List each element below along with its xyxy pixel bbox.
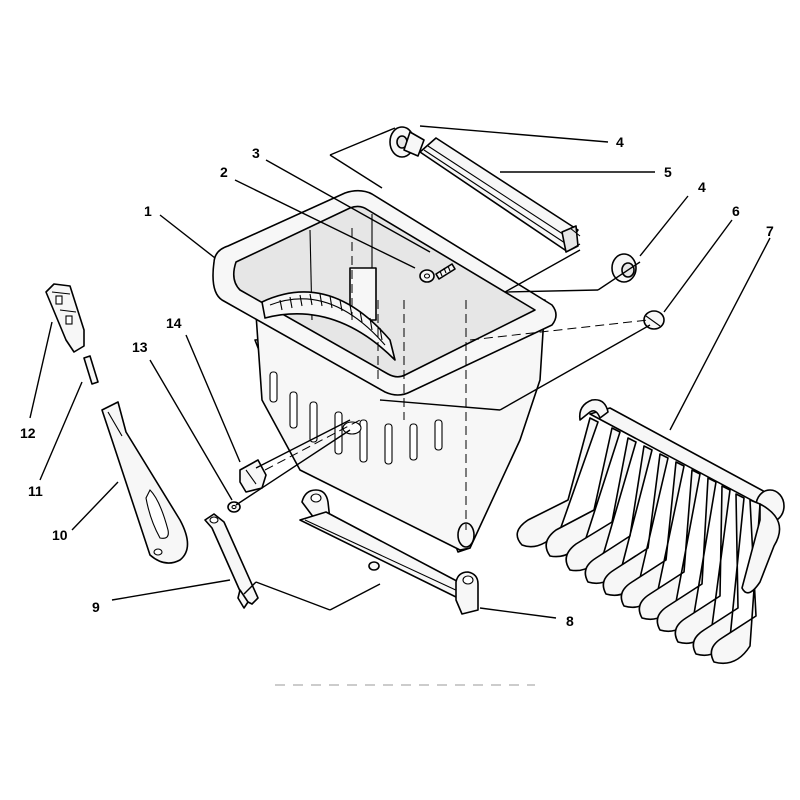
part-7-rake [516, 398, 785, 665]
callout-6: 6 [732, 203, 740, 219]
callout-13: 13 [132, 339, 148, 355]
callout-1: 1 [144, 203, 152, 219]
callout-3: 3 [252, 145, 260, 161]
callout-12: 12 [20, 425, 36, 441]
leader-lines [29, 125, 771, 619]
group-brackets [235, 127, 651, 611]
callout-4-top: 4 [616, 134, 624, 150]
part-2-washer [419, 269, 435, 283]
part-11-pin [83, 355, 99, 385]
callout-4-right: 4 [698, 179, 706, 195]
callout-7: 7 [766, 223, 774, 239]
part-4-end-cap-top [389, 126, 425, 158]
callout-14: 14 [166, 315, 182, 331]
callout-2: 2 [220, 164, 228, 180]
part-1-basket [212, 189, 557, 553]
part-10-handle [101, 401, 189, 564]
part-12-handle-tip [45, 283, 85, 353]
callout-10: 10 [52, 527, 68, 543]
assembly-lines [264, 228, 649, 530]
rake-teeth [516, 417, 761, 665]
part-4-end-cap-bottom [611, 253, 637, 283]
part-9-lever [204, 513, 259, 609]
part-8-axle [299, 489, 479, 615]
part-3-screw [435, 263, 456, 280]
callout-9: 9 [92, 599, 100, 615]
callout-5: 5 [664, 164, 672, 180]
part-5-roller [419, 137, 581, 253]
callout-11: 11 [28, 483, 43, 499]
comb-teeth [279, 293, 383, 341]
callout-labels: 1 2 3 4 5 4 6 7 14 13 12 11 10 9 8 [20, 134, 774, 629]
callout-8: 8 [566, 613, 574, 629]
